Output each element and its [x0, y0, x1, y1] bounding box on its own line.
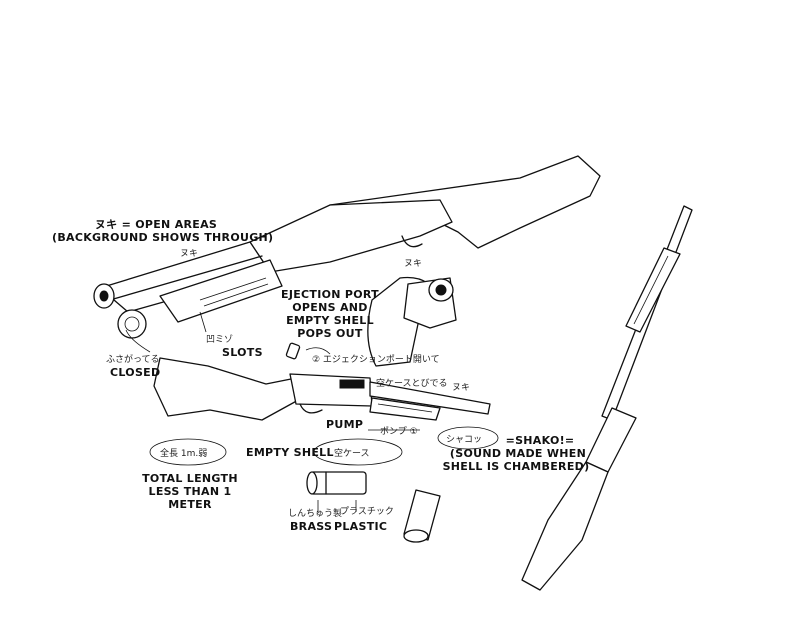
shako-note: シャコッ: [446, 435, 483, 445]
empty-case-note: 空ケース: [334, 449, 370, 459]
closed-leader: [125, 329, 151, 353]
slots-leader: [199, 311, 207, 333]
eject-note: ② エジェクションポート開いて: [312, 355, 440, 365]
empty-case-balloon: [313, 438, 403, 466]
shako-desc-2: SHELL IS CHAMBERED): [442, 460, 590, 473]
pump-label: PUMP: [326, 418, 364, 431]
shotgun-vertical-view: [521, 205, 693, 591]
ejection-label-3: EMPTY SHELL: [286, 314, 374, 327]
empty-shell-tumbling: [403, 489, 441, 543]
ejection-label-1: EJECTION PORT: [281, 288, 379, 301]
slots-label: SLOTS: [222, 346, 263, 359]
brass-note: しんちゅう製: [288, 509, 343, 519]
nuki-label-line2: (BACKGROUND SHOWS THROUGH): [52, 231, 274, 244]
shotgun-top-view: [93, 155, 601, 339]
eject-arrow: [305, 347, 331, 355]
plastic-label: PLASTIC: [334, 520, 388, 533]
ejection-label-4: POPS OUT: [297, 327, 363, 340]
total-length-2: LESS THAN 1: [148, 485, 232, 498]
nuki-note-3: ヌキ: [452, 383, 471, 393]
shotgun-receiver-closeup: [367, 276, 457, 367]
closed-note: ふさがってる: [106, 355, 160, 365]
case-note: 空ケースとびでる: [376, 379, 448, 389]
brass-label: BRASS: [290, 520, 333, 533]
nuki-label-line1: ヌキ = OPEN AREAS: [94, 218, 218, 231]
shako-desc-1: (SOUND MADE WHEN: [449, 447, 587, 460]
total-length-3: METER: [168, 498, 212, 511]
ejection-label-2: OPENS AND: [292, 301, 368, 314]
empty-shell-drawing: [306, 471, 367, 495]
length-note: 全長 1m.弱: [160, 449, 208, 459]
empty-shell-label: EMPTY SHELL: [246, 446, 334, 459]
small-shell-icon: [285, 342, 301, 360]
slots-note: 凹ミゾ: [206, 335, 234, 345]
closed-label: CLOSED: [110, 366, 161, 379]
shako-label: =SHAKO!=: [505, 434, 575, 447]
nuki-note-2: ヌキ: [404, 259, 423, 269]
shotgun-side-view: [153, 357, 491, 421]
length-balloon: [149, 438, 227, 466]
total-length-1: TOTAL LENGTH: [142, 472, 238, 485]
pump-note: ポンプ ①: [380, 427, 418, 437]
plastic-note: プラスチック: [340, 507, 394, 517]
shako-balloon: [437, 426, 499, 450]
nuki-note-1: ヌキ: [180, 249, 199, 259]
